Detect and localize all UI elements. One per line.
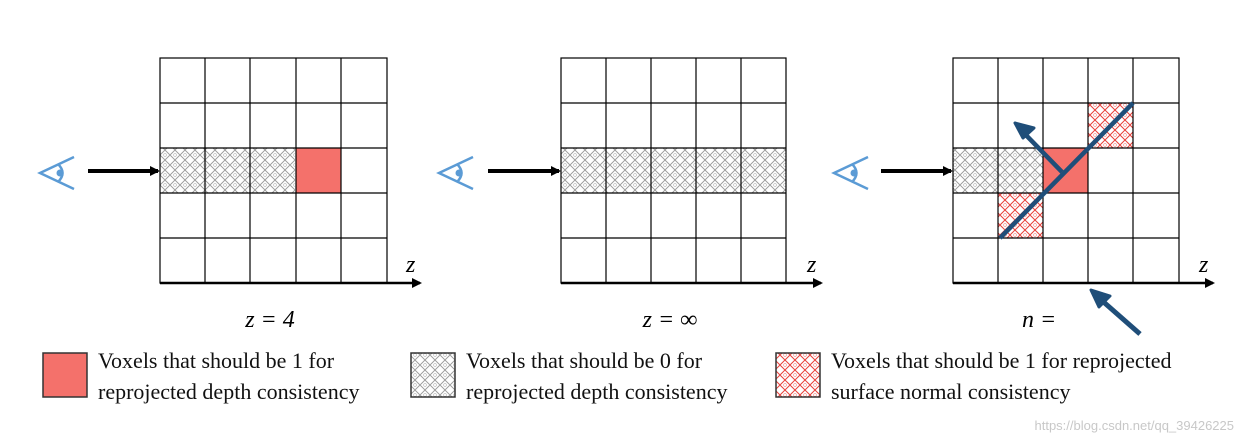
panel-3: z n = (831, 57, 1215, 336)
voxel-row-gray (561, 148, 786, 193)
voxel-grid (952, 57, 1180, 284)
voxel-gray (606, 148, 651, 193)
z-axis-label: z (806, 252, 817, 278)
legend-swatch-solid-red (42, 352, 88, 398)
panel-1: z z = 4 (37, 57, 422, 333)
voxel-row-gray (160, 148, 295, 193)
legend-line: surface normal consistency (831, 379, 1071, 404)
voxel-gray (250, 148, 295, 193)
voxel-gray (160, 148, 205, 193)
legend-swatch-red-hatch (775, 352, 821, 398)
voxel-gray (651, 148, 696, 193)
legend-line: Voxels that should be 1 for reprojected (831, 348, 1172, 373)
legend-line: Voxels that should be 1 for (98, 348, 335, 373)
legend-text-1: Voxels that should be 1 for reprojected … (98, 345, 359, 407)
panel-2: z z = ∞ (436, 57, 823, 333)
voxel-red-solid (296, 148, 341, 193)
eye-icon (436, 155, 474, 191)
legend-line: reprojected depth consistency (98, 379, 360, 404)
normal-arrow-icon (1013, 121, 1064, 174)
voxel-gray (953, 148, 998, 193)
eye-icon (37, 155, 75, 191)
legend-line: reprojected depth consistency (466, 379, 728, 404)
panel-caption: z = ∞ (642, 307, 698, 333)
watermark: https://blog.csdn.net/qq_39426225 (1034, 418, 1235, 433)
legend-text-3: Voxels that should be 1 for reprojected … (831, 345, 1172, 407)
voxel-gray (561, 148, 606, 193)
surface-line (998, 101, 1135, 240)
z-axis-label: z (1198, 252, 1209, 278)
voxel-gray (696, 148, 741, 193)
voxel-gray (205, 148, 250, 193)
panel-caption: n = (1022, 307, 1056, 333)
panel-caption: z = 4 (244, 307, 295, 333)
voxel-gray (998, 148, 1043, 193)
voxel-gray (741, 148, 786, 193)
legend-text-2: Voxels that should be 0 for reprojected … (466, 345, 727, 407)
z-axis-label: z (405, 252, 416, 278)
normal-arrow-icon (1089, 288, 1142, 336)
legend-line: Voxels that should be 0 for (466, 348, 703, 373)
eye-icon (831, 155, 869, 191)
legend-swatch-gray-hatch (410, 352, 456, 398)
